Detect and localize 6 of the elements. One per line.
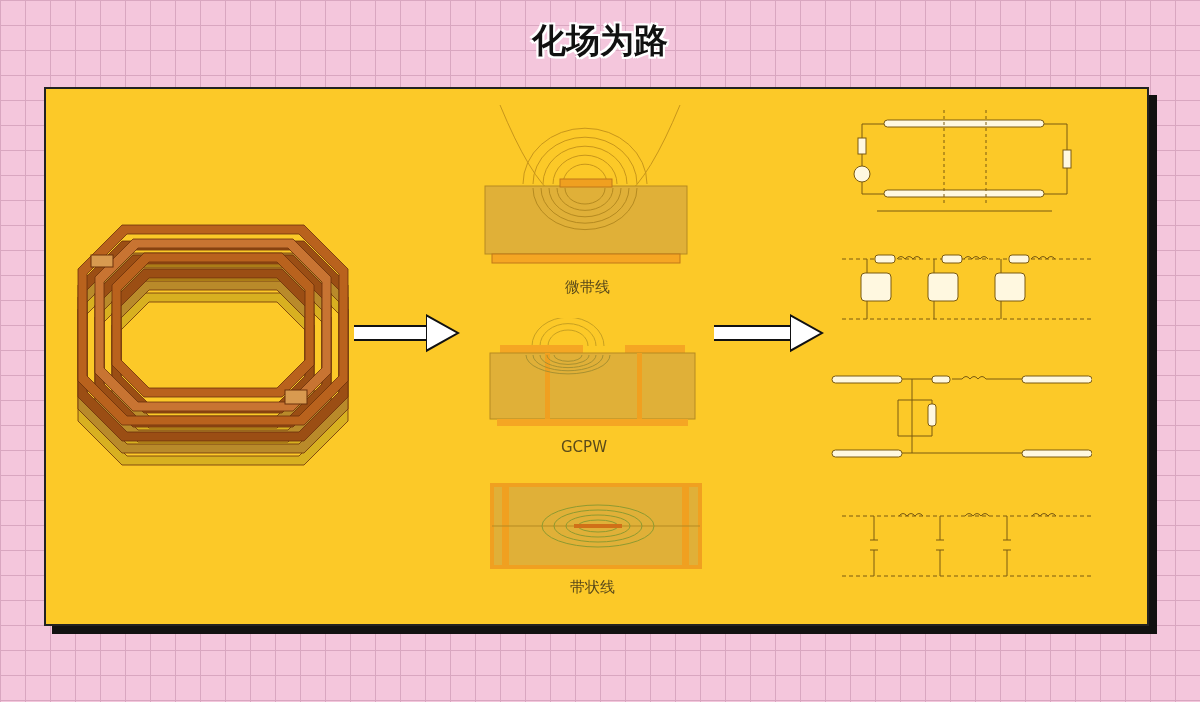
drawing-caption: 带状线 xyxy=(569,578,616,597)
diagram-title: 化场为路 xyxy=(532,20,668,60)
arrow xyxy=(714,314,823,352)
arrow xyxy=(354,314,459,352)
drawing-caption: 微带线 xyxy=(564,278,611,297)
drawing-caption: GCPW xyxy=(560,438,608,456)
